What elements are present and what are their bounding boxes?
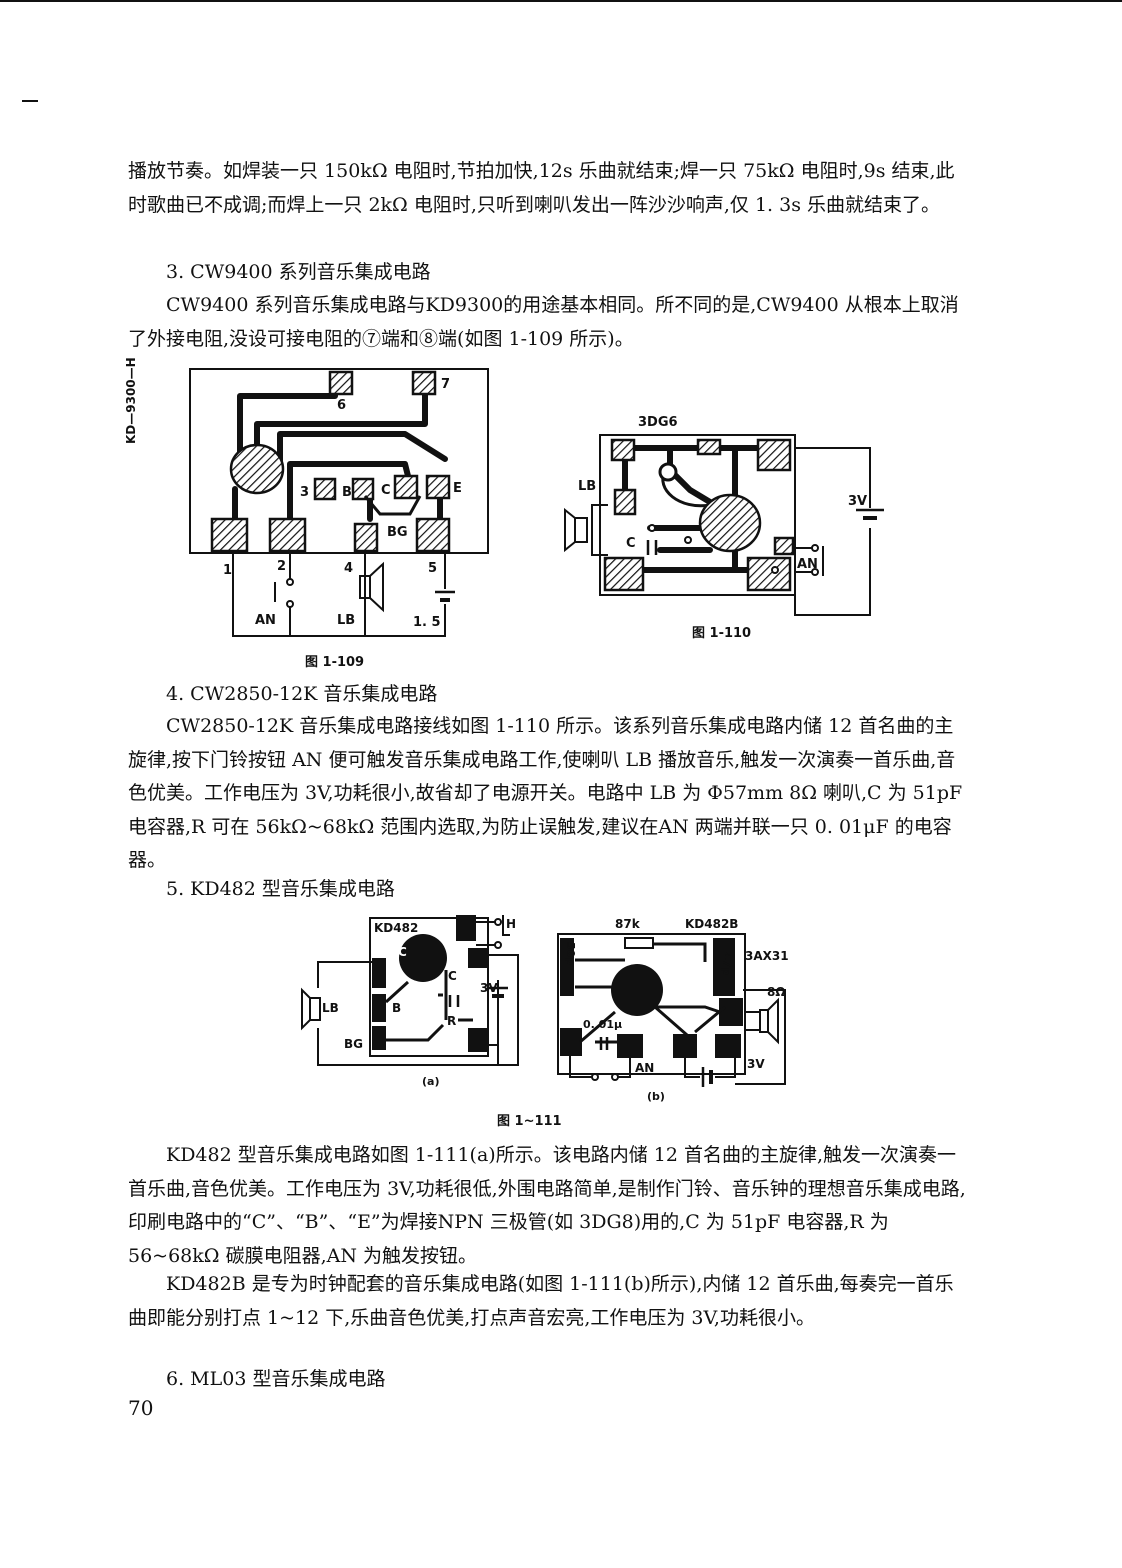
label-3v: 3V xyxy=(747,1057,765,1071)
chip-label: KD—9300—H xyxy=(124,357,138,444)
label-chip: KD482 xyxy=(374,921,418,935)
ic-blob xyxy=(611,964,663,1016)
figure-1-110: 3DG6 LB C 3V AN 图 1-110 xyxy=(564,415,884,641)
figure-1-109: KD—9300—H 6 7 3 B C E BG 1 2 4 5 AN LB 1… xyxy=(124,357,489,670)
pad-1 xyxy=(210,517,249,553)
pad-e xyxy=(425,474,451,500)
pad-top-right xyxy=(756,438,792,472)
section-heading-4: 4. CW2850-12K 音乐集成电路 xyxy=(166,683,438,705)
top-border-line xyxy=(0,0,1122,2)
pin-6: 6 xyxy=(337,398,346,413)
pad-bottom-left xyxy=(603,556,645,592)
pin-2: 2 xyxy=(277,559,286,574)
label-87k: 87k xyxy=(615,917,641,931)
pin-3: 3 xyxy=(300,485,309,500)
speaker-body xyxy=(574,517,588,543)
pin-7: 7 xyxy=(441,377,450,392)
speaker-body xyxy=(309,997,321,1021)
switch-contact xyxy=(286,578,294,586)
ic-blob xyxy=(229,443,285,495)
ic-blob xyxy=(698,493,762,553)
pcb-outline xyxy=(599,434,796,596)
label-lb: LB xyxy=(337,613,355,628)
label-an: AN xyxy=(797,557,818,572)
label-3v: 3V xyxy=(848,494,867,509)
pin-4: 4 xyxy=(344,561,353,576)
switch-contact xyxy=(286,600,294,608)
label-50p: 50p xyxy=(564,942,577,965)
figure-1-111a: KD482 C H C B R 3V LB BG (a) xyxy=(301,915,519,1088)
label-chip: KD482B xyxy=(685,917,738,931)
pcb-outline xyxy=(557,933,746,1075)
pad-5 xyxy=(415,517,451,553)
label-c: C xyxy=(381,483,391,498)
label-an: AN xyxy=(635,1061,654,1075)
section-heading-3: 3. CW9400 系列音乐集成电路 xyxy=(166,261,431,283)
paragraph-3: CW2850-12K 音乐集成电路接线如图 1-110 所示。该系列音乐集成电路… xyxy=(128,715,963,871)
subcaption-a: (a) xyxy=(422,1075,439,1088)
label-lb: LB xyxy=(578,479,596,494)
pcb-outline xyxy=(189,368,489,554)
paragraph-4: KD482 型音乐集成电路如图 1-111(a)所示。该电路内储 12 首名曲的… xyxy=(128,1144,966,1267)
paragraph-2: CW9400 系列音乐集成电路与KD9300的用途基本相同。所不同的是,CW94… xyxy=(128,294,959,350)
pad-7 xyxy=(411,370,437,396)
label-bg: BG xyxy=(387,525,408,540)
margin-dash xyxy=(22,100,38,102)
subcaption-b: (b) xyxy=(647,1090,665,1103)
pad-lb xyxy=(613,488,637,516)
pin-5: 5 xyxy=(428,561,437,576)
pad-top-left xyxy=(610,438,636,462)
label-transistor: 3DG6 xyxy=(638,415,678,430)
label-c2: C xyxy=(448,969,457,983)
figure-1-111b: 87k KD482B 50p 47p 3AX31 8Ω 0. 01μ AN 3V… xyxy=(557,917,789,1103)
label-3v: 3V xyxy=(480,981,498,995)
label-h: H xyxy=(506,917,516,931)
page-number: 70 xyxy=(128,1396,154,1420)
label-an: AN xyxy=(255,613,276,628)
pad-b xyxy=(351,477,375,501)
speaker-body xyxy=(759,1009,769,1033)
label-b: B xyxy=(392,1001,401,1015)
label-001u: 0. 01μ xyxy=(583,1018,622,1031)
paragraph-5: KD482B 是专为时钟配套的音乐集成电路(如图 1-111(b)所示),内储 … xyxy=(128,1273,954,1329)
pad-an xyxy=(773,536,795,556)
section-heading-5: 5. KD482 型音乐集成电路 xyxy=(166,878,395,900)
figure-1-109-caption: 图 1-109 xyxy=(305,655,364,670)
pad-6 xyxy=(328,370,354,396)
label-b: B xyxy=(342,485,352,500)
pad-bottom-right xyxy=(746,556,792,592)
label-battery: 1. 5 xyxy=(413,615,441,630)
label-8ohm: 8Ω xyxy=(767,985,786,999)
pad-3 xyxy=(313,477,337,501)
paragraph-1: 播放节奏。如焊装一只 150kΩ 电阻时,节拍加快,12s 乐曲就结束;焊一只 … xyxy=(128,160,955,216)
label-47p: 47p xyxy=(720,952,733,975)
label-3ax31: 3AX31 xyxy=(745,949,789,963)
label-r: R xyxy=(447,1014,456,1028)
section-heading-6: 6. ML03 型音乐集成电路 xyxy=(166,1368,386,1390)
pad-4 xyxy=(353,522,379,553)
label-e: E xyxy=(453,481,462,496)
ic-blob xyxy=(399,934,447,982)
pad-c xyxy=(393,474,419,500)
figure-1-111-caption: 图 1~111 xyxy=(497,1114,562,1129)
pad-2 xyxy=(268,517,307,553)
label-bg: BG xyxy=(344,1037,363,1051)
pad-top-mid xyxy=(696,438,722,456)
speaker-body xyxy=(359,575,371,599)
label-c: C xyxy=(626,536,636,551)
figure-1-110-caption: 图 1-110 xyxy=(692,626,751,641)
label-lb: LB xyxy=(322,1001,339,1015)
pin-1: 1 xyxy=(223,563,232,578)
label-c1: C xyxy=(398,945,407,959)
